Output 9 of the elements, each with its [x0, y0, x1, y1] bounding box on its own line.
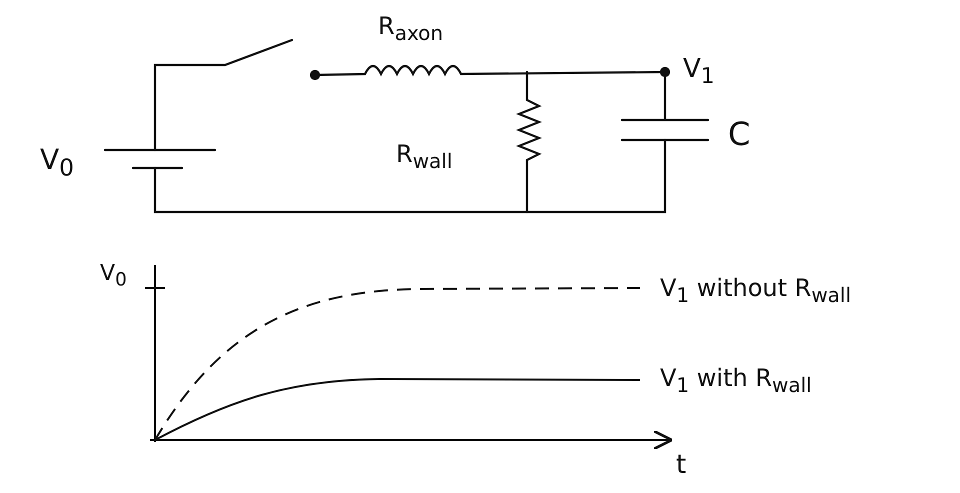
resistor-label: R$_{axon}$	[378, 14, 444, 43]
node-voltage-label: V$_{1}$	[683, 56, 715, 88]
curve-label: V$_{1}$ with R$_{wall}$	[660, 366, 812, 395]
axis-label: t	[676, 452, 686, 478]
capacitor-label: C	[728, 118, 750, 150]
axis-label: V$_{0}$	[100, 263, 127, 290]
resistor-label: R$_{wall}$	[396, 142, 452, 171]
curve-label: V$_{1}$ without R$_{wall}$	[660, 276, 852, 305]
source-voltage-label: V$_{0}$	[40, 146, 74, 180]
